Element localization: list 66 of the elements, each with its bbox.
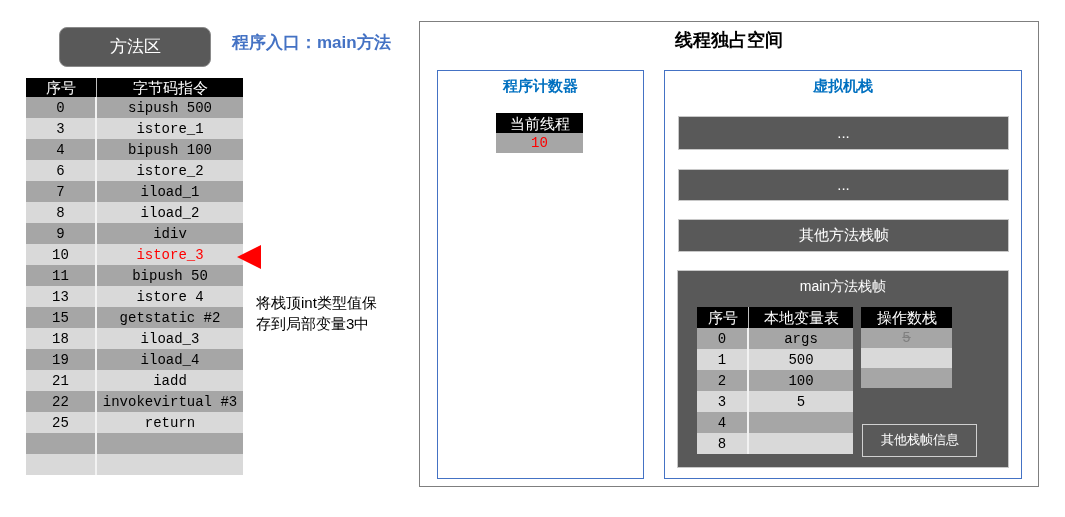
table-cell: 8	[697, 433, 749, 454]
table-cell: 25	[26, 412, 97, 433]
table-cell: 10	[496, 133, 583, 153]
table-cell: 2	[697, 370, 749, 391]
table-cell: istore_1	[97, 118, 243, 139]
table-cell: 11	[26, 265, 97, 286]
table-cell: 3	[26, 118, 97, 139]
table-cell: 5	[749, 391, 853, 412]
entry-heading: 程序入口：main方法	[232, 32, 392, 54]
table-cell: 6	[26, 160, 97, 181]
table-cell: 0	[697, 328, 749, 349]
table-cell: 22	[26, 391, 97, 412]
table-header-cell: 字节码指令	[97, 78, 243, 97]
table-header-cell: 本地变量表	[749, 307, 853, 328]
table-cell: iload_4	[97, 349, 243, 370]
table-cell: args	[749, 328, 853, 349]
table-cell: istore_2	[97, 160, 243, 181]
box-title: 虚拟机栈	[813, 77, 873, 96]
box-label: ...	[837, 175, 850, 195]
table-cell: return	[97, 412, 243, 433]
table-cell: 9	[26, 223, 97, 244]
table-cell: 100	[749, 370, 853, 391]
table-cell: bipush 100	[97, 139, 243, 160]
table-cell: 10	[26, 244, 97, 265]
box-title: main方法栈帧	[799, 278, 887, 296]
table-cell: 500	[749, 349, 853, 370]
table-cell: istore_3	[97, 244, 243, 265]
table-cell: 18	[26, 328, 97, 349]
table-cell: 19	[26, 349, 97, 370]
box-label: 方法区	[109, 36, 161, 58]
table-cell: idiv	[97, 223, 243, 244]
table-cell: 4	[697, 412, 749, 433]
table-cell: 1	[697, 349, 749, 370]
table-cell: iadd	[97, 370, 243, 391]
table-header-cell: 序号	[697, 307, 749, 328]
box-title: 线程独占空间	[675, 29, 783, 52]
table-cell: istore 4	[97, 286, 243, 307]
region-box	[59, 27, 211, 67]
table-cell: 7	[26, 181, 97, 202]
table-cell: 15	[26, 307, 97, 328]
table-cell: 21	[26, 370, 97, 391]
table-cell: getstatic #2	[97, 307, 243, 328]
table-header-cell: 序号	[26, 78, 97, 97]
table-cell: invokevirtual #3	[97, 391, 243, 412]
table-cell: 3	[697, 391, 749, 412]
table-cell: 13	[26, 286, 97, 307]
box-title: 程序计数器	[503, 77, 578, 96]
stack-frame-bar	[678, 219, 1009, 252]
table-cell: iload_3	[97, 328, 243, 349]
table-cell: 0	[26, 97, 97, 118]
note-text: 将栈顶int类型值保存到局部变量3中	[256, 293, 378, 334]
table-cell: 8	[26, 202, 97, 223]
box-label: 其他方法栈帧	[798, 226, 889, 245]
table-cell: iload_1	[97, 181, 243, 202]
box-label: 其他栈帧信息	[880, 432, 959, 449]
table-cell: bipush 50	[97, 265, 243, 286]
panel-box	[437, 70, 644, 479]
stack-frame-bar	[678, 116, 1009, 150]
table-header-cell: 操作数栈	[861, 307, 952, 328]
table-header-cell: 当前线程	[496, 113, 583, 133]
stack-frame-bar	[678, 169, 1009, 201]
table-cell: sipush 500	[97, 97, 243, 118]
table-cell: 4	[26, 139, 97, 160]
info-box	[862, 424, 977, 457]
box-label: ...	[837, 123, 850, 143]
table-cell: iload_2	[97, 202, 243, 223]
